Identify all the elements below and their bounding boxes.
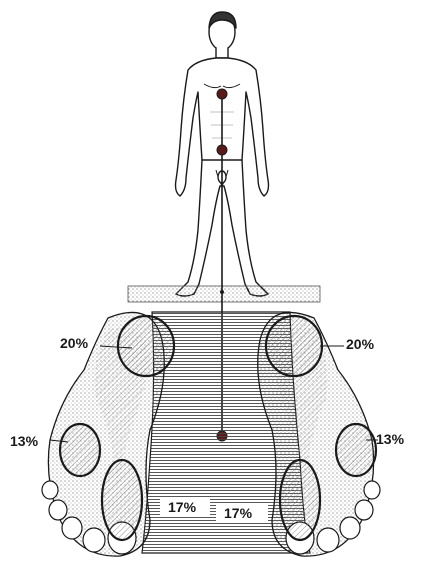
right-midfoot-zone <box>336 424 376 476</box>
left-heel-zone <box>118 316 174 376</box>
right-midfoot-label: 13% <box>376 431 405 447</box>
left-midfoot-label: 13% <box>10 433 39 449</box>
left-forefoot-label: 17% <box>168 499 197 515</box>
right-forefoot-zone <box>280 460 320 540</box>
chest-point <box>217 89 227 99</box>
floor-point <box>220 290 224 294</box>
left-forefoot-zone <box>102 460 142 540</box>
neck <box>216 48 228 58</box>
right-heel-label: 20% <box>346 336 375 352</box>
right-heel-zone <box>266 316 322 376</box>
left-heel-label: 20% <box>60 335 89 351</box>
hip-point <box>217 145 227 155</box>
left-midfoot-zone <box>60 424 100 476</box>
right-forefoot-label: 17% <box>224 505 253 521</box>
floor-plate <box>128 286 320 302</box>
